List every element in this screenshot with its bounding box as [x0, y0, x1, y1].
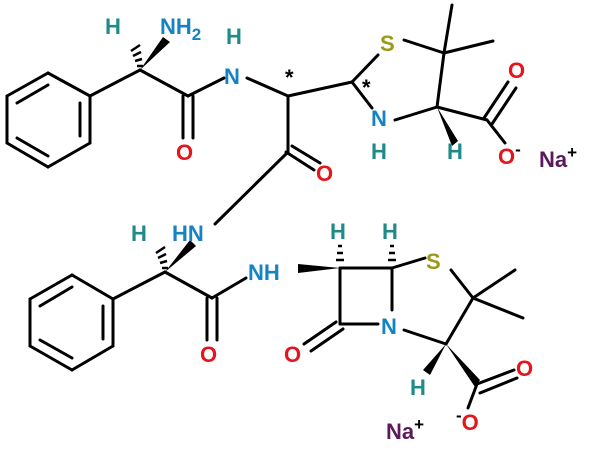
bond — [28, 273, 74, 301]
bond — [466, 382, 479, 410]
bond — [393, 105, 439, 122]
bond — [5, 141, 50, 169]
bond — [111, 270, 167, 301]
amine-text: NH — [160, 14, 192, 39]
bond — [5, 71, 50, 98]
hydrogen-label: H — [226, 24, 242, 49]
bond — [70, 344, 115, 372]
amine-subscript: 2 — [192, 25, 201, 44]
bond — [309, 327, 345, 353]
hydrogen-label: H — [447, 139, 463, 164]
bond — [15, 136, 50, 158]
stereo-marker: * — [285, 65, 294, 90]
bond — [38, 338, 74, 360]
oxygen-label: O — [176, 140, 193, 165]
carboxylate-oxygen-label: O- — [498, 140, 521, 169]
hydrogen-label: H — [371, 139, 387, 164]
hydrogen-label: H — [105, 14, 121, 39]
bond — [245, 76, 290, 98]
bond — [471, 296, 525, 320]
wedge-bond — [423, 344, 446, 375]
wedge-bond — [298, 264, 340, 273]
oxygen-label: O — [200, 342, 217, 367]
nitrogen-label: N — [381, 314, 397, 339]
bond — [350, 80, 374, 110]
bond — [286, 80, 354, 98]
bond — [442, 39, 495, 55]
sulfur-label: S — [426, 249, 441, 274]
bond — [38, 285, 74, 308]
oxygen-label: O — [284, 342, 301, 367]
sodium-text: Na — [386, 419, 415, 444]
sodium-text: Na — [539, 147, 568, 172]
hydrogen-label: H — [382, 219, 398, 244]
hash-bond — [336, 244, 396, 262]
hydrogen-label: H — [330, 219, 346, 244]
wedge-bond — [165, 240, 196, 272]
bond — [442, 3, 454, 55]
nitrogen-label: N — [371, 106, 387, 131]
wedge-bond — [437, 107, 458, 146]
bond — [15, 83, 50, 105]
lower-phenyl-ring — [28, 273, 115, 372]
bond — [302, 320, 338, 346]
positive-charge: + — [414, 415, 424, 434]
bond — [28, 344, 74, 372]
hash-bond — [130, 43, 143, 68]
bond — [435, 105, 489, 122]
positive-charge: + — [567, 143, 577, 162]
sodium-label: Na+ — [539, 143, 577, 172]
upper-phenyl-ring — [5, 71, 92, 169]
bond — [475, 368, 516, 386]
bond — [435, 51, 446, 109]
bond — [210, 276, 248, 300]
oxygen-label: O — [316, 161, 333, 186]
negative-charge: - — [456, 406, 462, 425]
carboxylate-oxygen-label: -O — [456, 406, 479, 435]
oxygen-label: O — [516, 356, 533, 381]
nitrogen-label: N — [224, 64, 240, 89]
bond — [290, 144, 322, 165]
hash-bond — [155, 245, 168, 270]
bond — [449, 268, 475, 300]
bond — [490, 86, 518, 126]
oxygen-text: O — [462, 410, 479, 435]
hydrogen-label: H — [131, 221, 147, 246]
bond — [471, 268, 517, 300]
bond — [284, 150, 316, 172]
sulfur-label: S — [380, 31, 395, 56]
bond — [350, 53, 380, 84]
negative-charge: - — [515, 140, 521, 159]
amide-nitrogen-label: HN — [172, 221, 204, 246]
hydrogen-label: H — [410, 375, 426, 400]
bond — [46, 141, 92, 169]
bond — [485, 118, 507, 145]
wedge-bond — [140, 37, 170, 70]
bond — [482, 80, 510, 120]
bond — [478, 376, 519, 395]
amide-nitrogen-label: NH — [248, 260, 280, 285]
bond — [402, 328, 448, 346]
bond — [70, 273, 115, 301]
bond — [402, 38, 446, 55]
bond — [163, 270, 214, 300]
bond — [138, 68, 190, 98]
bond — [46, 71, 92, 98]
bond — [88, 68, 142, 98]
oxygen-label: O — [508, 58, 525, 83]
oxygen-text: O — [498, 144, 515, 169]
bond — [213, 150, 290, 226]
bond — [444, 296, 475, 346]
bond — [390, 256, 427, 270]
wedge-bond — [446, 344, 480, 387]
sodium-label: Na+ — [386, 415, 424, 444]
stereo-marker: * — [362, 75, 371, 100]
amine-label: NH2 — [160, 14, 201, 44]
bond — [186, 76, 226, 98]
